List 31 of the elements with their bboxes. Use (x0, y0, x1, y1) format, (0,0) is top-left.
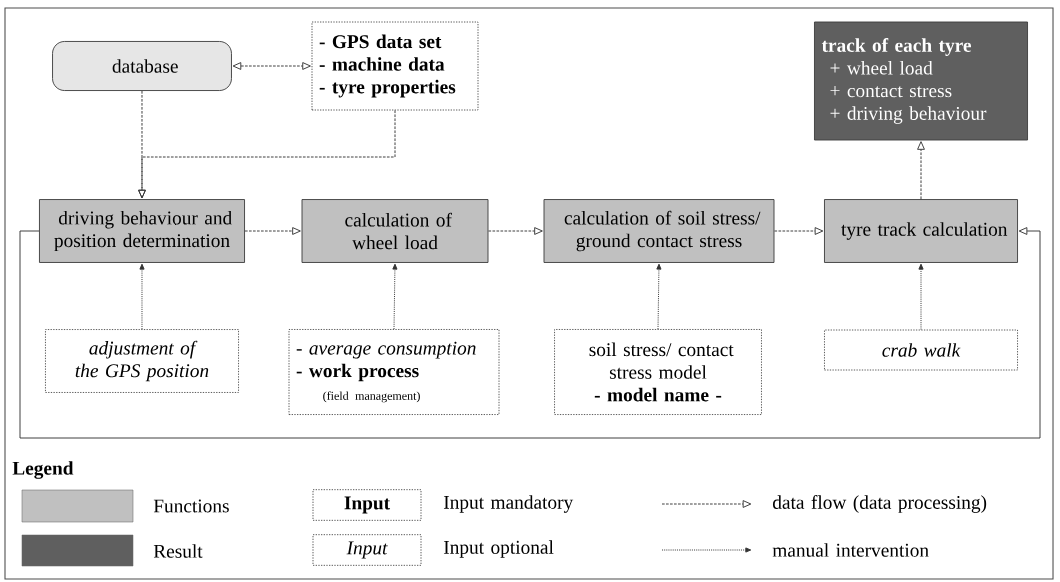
function-box: calculation of wheel load (301, 199, 489, 263)
legend-text: manual intervention (772, 543, 929, 557)
arrow (918, 263, 924, 331)
arrow (774, 227, 824, 235)
legend-sample-box: Input (312, 489, 422, 521)
input-box: - GPS data set - machine data - tyre properties (311, 21, 479, 111)
arrow (392, 263, 398, 330)
arrow (656, 263, 662, 330)
result-box: track of each tyre + wheel load + contact stress + driving behaviour (814, 21, 1028, 141)
arrow (139, 263, 145, 330)
legend-sample-box: Input (312, 534, 422, 566)
input-box: adjustment of the GPS position (45, 329, 239, 393)
arrow (244, 227, 301, 235)
function-box: driving behaviour and position determination (39, 199, 245, 263)
feedback-arrow (19, 227, 1041, 439)
arrow (232, 62, 311, 70)
legend-text: Result (153, 544, 203, 558)
input-box: crab walk (824, 329, 1018, 371)
legend-text: Input optional (443, 540, 554, 558)
legend-text: Functions (153, 499, 229, 513)
arrow (138, 109, 396, 199)
legend-text: Input mandatory (443, 495, 574, 513)
function-box: tyre track calculation (824, 199, 1018, 263)
arrow (917, 141, 925, 200)
arrow (488, 227, 543, 235)
legend-text: data flow (data processing) (772, 495, 987, 513)
legend-heading: Legend (12, 461, 74, 479)
function-box: calculation of soil stress/ ground contact stress (543, 199, 775, 263)
database-box: database (52, 41, 232, 91)
input-box: - average consumption - work process (field management) (288, 329, 500, 415)
input-box: soil stress/ contact stress model - model name - (554, 329, 762, 415)
